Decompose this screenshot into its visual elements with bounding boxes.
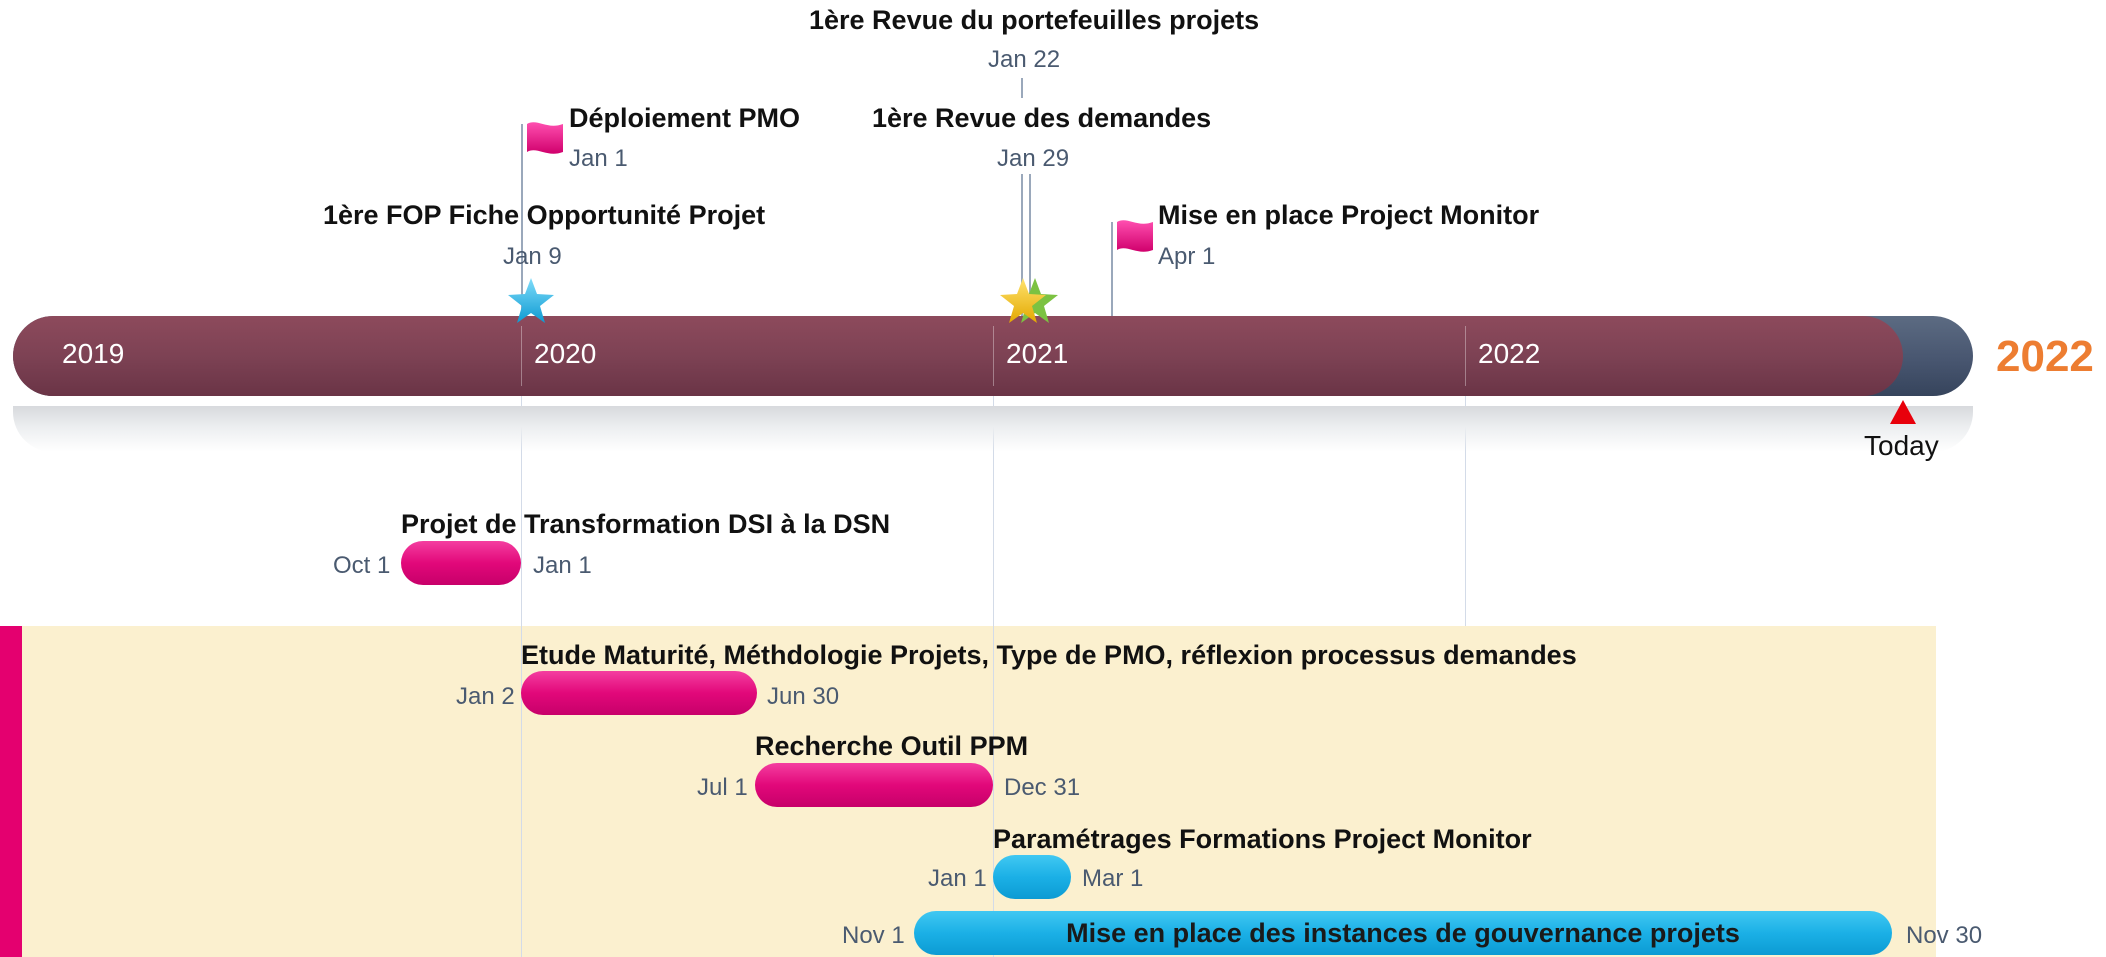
year-label-2021: 2021 (1006, 338, 1069, 369)
task-start-transformation: Oct 1 (333, 552, 391, 579)
year-label-2019: 2019 (62, 338, 125, 369)
task-bar-transformation (401, 541, 521, 585)
task-end-transformation: Jan 1 (533, 552, 592, 579)
task-title-recherche-ppm: Recherche Outil PPM (755, 731, 1029, 761)
task-title-etude-maturite: Etude Maturité, Méthdologie Projets, Typ… (521, 640, 1577, 670)
task-bar-gouvernance: Mise en place des instances de gouvernan… (914, 911, 1892, 955)
current-year-label: 2022 (1996, 332, 2094, 381)
task-title-transformation: Projet de Transformation DSI à la DSN (401, 509, 891, 539)
blue-star-icon (508, 278, 554, 323)
timeline-axis (13, 316, 1903, 396)
task-bar-parametrages (993, 855, 1071, 899)
task-start-parametrages: Jan 1 (928, 865, 987, 892)
year-tick-2021 (993, 326, 994, 386)
task-end-etude-maturite: Jun 30 (767, 683, 840, 710)
task-start-etude-maturite: Jan 2 (456, 683, 515, 710)
year-gridline-2020 (521, 396, 522, 957)
milestone-title-revue-demandes: 1ère Revue des demandes (872, 103, 1212, 133)
task-end-parametrages: Mar 1 (1082, 865, 1144, 892)
swimlane-marker (0, 626, 22, 957)
milestone-connector-revue-demandes-2 (1029, 174, 1031, 316)
timeline-reflection (13, 406, 1973, 452)
year-tick-2020 (521, 326, 522, 386)
task-title-gouvernance: Mise en place des instances de gouvernan… (1066, 918, 1740, 948)
milestone-date-deploiement-pmo: Jan 1 (569, 145, 628, 172)
milestone-date-project-monitor: Apr 1 (1158, 243, 1216, 270)
year-tick-2022 (1465, 326, 1466, 386)
task-end-gouvernance: Nov 30 (1906, 922, 1983, 949)
milestone-connector-deploiement-pmo (521, 124, 523, 316)
milestone-title-revue-portefeuilles: 1ère Revue du portefeuilles projets (809, 5, 1260, 35)
year-gridline-2022 (1465, 396, 1466, 626)
gold-star-icon (1000, 278, 1046, 323)
pink-flag-icon (1117, 220, 1153, 252)
milestone-title-project-monitor: Mise en place Project Monitor (1158, 200, 1540, 230)
task-title-parametrages: Paramétrages Formations Project Monitor (993, 824, 1532, 854)
task-bar-recherche-ppm (755, 763, 993, 807)
year-label-2020: 2020 (534, 338, 597, 369)
milestone-date-fop: Jan 9 (503, 243, 562, 270)
year-gridline-2021 (993, 396, 994, 957)
milestone-connector-revue-demandes (1021, 174, 1023, 316)
milestone-date-revue-portefeuilles: Jan 22 (988, 46, 1061, 73)
milestone-connector-revue-portefeuilles (1021, 78, 1023, 98)
year-label-2022: 2022 (1478, 338, 1541, 369)
today-label: Today (1864, 430, 1939, 461)
task-bar-etude-maturite (521, 671, 757, 715)
task-start-recherche-ppm: Jul 1 (697, 774, 748, 801)
task-start-gouvernance: Nov 1 (842, 922, 905, 949)
milestone-date-revue-demandes: Jan 29 (997, 145, 1070, 172)
pink-flag-icon (527, 122, 563, 154)
milestone-title-deploiement-pmo: Déploiement PMO (569, 103, 801, 133)
today-marker-icon (1890, 400, 1916, 424)
task-end-recherche-ppm: Dec 31 (1004, 774, 1081, 801)
milestone-title-fop: 1ère FOP Fiche Opportunité Projet (323, 200, 766, 230)
milestone-connector-project-monitor (1111, 222, 1113, 316)
